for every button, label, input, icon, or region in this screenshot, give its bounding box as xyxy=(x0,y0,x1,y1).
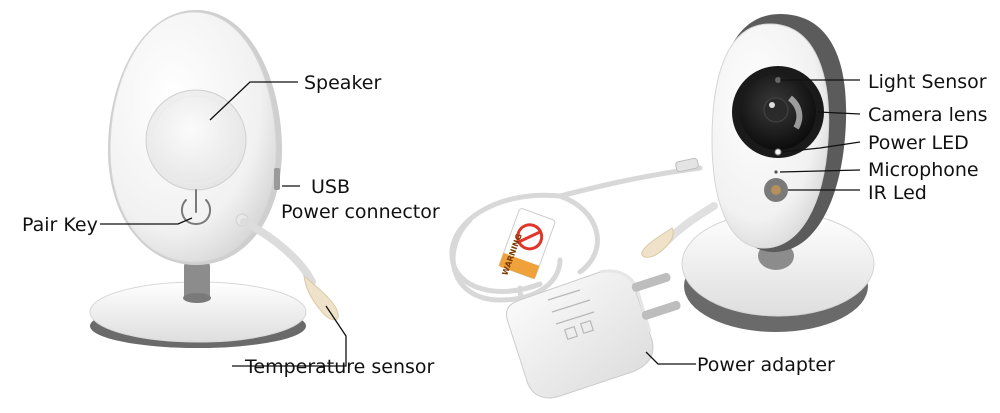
right-leader-lines xyxy=(645,79,861,365)
label-camera-lens: Camera lens xyxy=(868,104,988,126)
baby-camera-unit xyxy=(641,14,875,332)
label-pair-key: Pair Key xyxy=(22,214,98,236)
label-ir-led: IR Led xyxy=(868,182,927,204)
label-power-adapter: Power adapter xyxy=(697,354,835,376)
label-microphone: Microphone xyxy=(868,159,979,181)
label-temperature-sensor: Temperature sensor xyxy=(244,356,435,378)
label-power-led: Power LED xyxy=(868,132,969,154)
power-led xyxy=(774,148,782,156)
left-leader-lines xyxy=(100,81,347,367)
power-adapter xyxy=(506,269,681,399)
speaker-grille xyxy=(145,89,247,191)
parent-unit xyxy=(89,10,339,348)
usb-plug xyxy=(675,157,699,173)
label-speaker: Speaker xyxy=(304,72,381,94)
adapter-pin-bottom xyxy=(641,300,681,320)
label-usb: USB xyxy=(311,176,350,198)
microphone-hole xyxy=(774,170,778,174)
label-power-connector: Power connector xyxy=(281,201,440,223)
callout-labels: Speaker USB Power connector Pair Key Tem… xyxy=(22,71,988,378)
light-sensor xyxy=(775,77,781,83)
parent-stem xyxy=(184,262,210,300)
adapter-pin-top xyxy=(631,272,671,292)
warning-sticker xyxy=(498,208,556,280)
temperature-sensor-tip xyxy=(303,274,339,321)
usb-port xyxy=(274,168,280,190)
temperature-sensor-arm xyxy=(240,218,316,286)
label-light-sensor: Light Sensor xyxy=(868,71,987,93)
camera-sensor-tip xyxy=(641,227,674,258)
pair-key-icon xyxy=(180,189,212,226)
